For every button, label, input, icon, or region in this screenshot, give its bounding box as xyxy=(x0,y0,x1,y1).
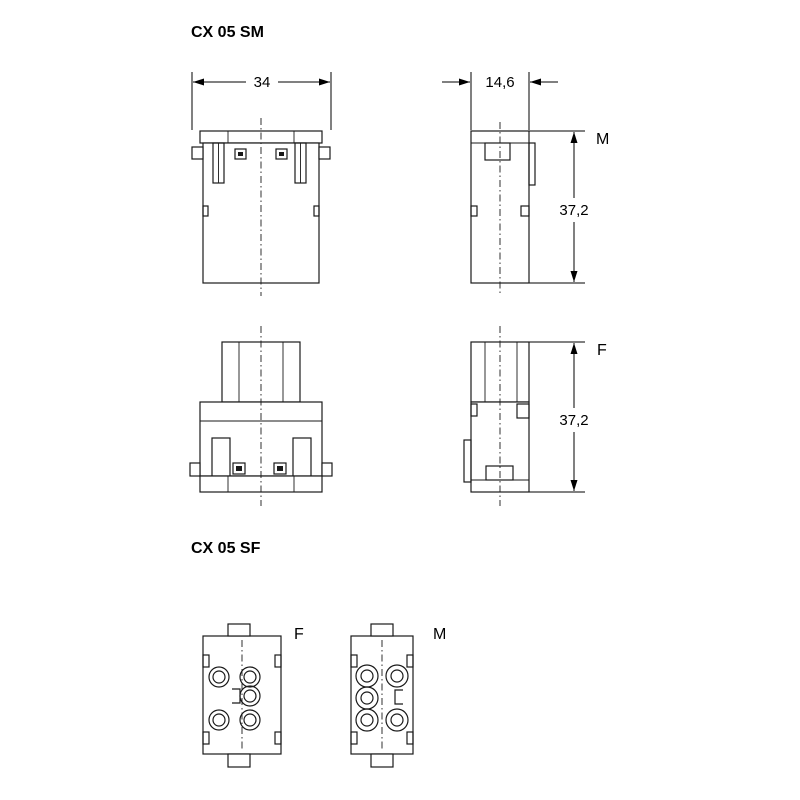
face-view-female-label: F xyxy=(294,626,304,643)
dimension-height-m-label: 37,2 xyxy=(559,202,588,219)
face-view-male xyxy=(350,623,414,768)
title-cx05sf: CX 05 SF xyxy=(191,540,261,557)
female-side-view xyxy=(463,326,530,506)
male-side-label: M xyxy=(596,131,609,148)
face-view-male-label: M xyxy=(433,626,446,643)
dimension-depth xyxy=(442,72,558,130)
male-side-view xyxy=(470,122,536,296)
male-front-view xyxy=(191,118,331,296)
female-side-label: F xyxy=(597,342,607,359)
dimension-height-f-label: 37,2 xyxy=(559,412,588,429)
dimension-width-label: 34 xyxy=(254,74,271,91)
face-view-female xyxy=(202,623,282,768)
dimension-depth-label: 14,6 xyxy=(485,74,514,91)
female-front-view xyxy=(189,326,333,506)
title-cx05sm: CX 05 SM xyxy=(191,24,264,41)
